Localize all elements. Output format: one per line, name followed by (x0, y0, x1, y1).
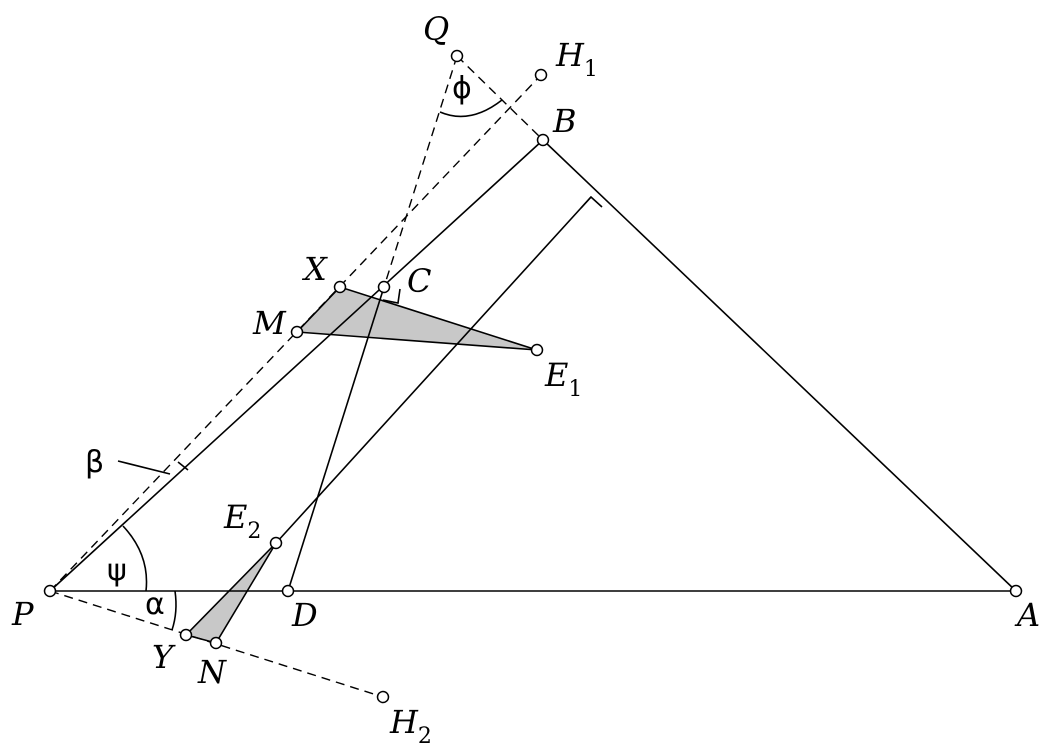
label-x: X (301, 250, 328, 288)
label-p: P (11, 595, 34, 633)
triangle-x-m-e1 (295, 286, 538, 351)
label-d: D (291, 596, 318, 634)
dashed-p-h1 (49, 74, 542, 592)
right-angle-mark-c (382, 288, 401, 304)
beta-tick (177, 461, 189, 471)
label-a: A (1014, 596, 1040, 634)
point-d (281, 584, 295, 598)
angle-label-psi: ψ (107, 553, 127, 588)
segment-pb (49, 139, 544, 592)
label-e1: E1 (544, 356, 582, 402)
angle-arc-phi (439, 99, 503, 118)
point-x (333, 280, 347, 294)
angle-label-phi: ϕ (452, 71, 472, 106)
label-c: C (407, 262, 431, 300)
point-a (1009, 584, 1023, 598)
point-c (377, 280, 391, 294)
label-b: B (552, 102, 577, 140)
point-p (43, 584, 57, 598)
point-n (209, 636, 223, 650)
beta-pointer-line (117, 460, 171, 475)
point-q (450, 49, 464, 63)
right-angle-mark-ba (580, 195, 603, 209)
dashed-p-h2 (49, 590, 384, 698)
point-h2 (376, 690, 390, 704)
label-q: Q (423, 10, 449, 48)
point-e2 (269, 536, 283, 550)
segment-ba (542, 139, 1017, 592)
segment-cd (287, 286, 385, 592)
label-h1: H1 (555, 36, 598, 82)
angle-arc-psi (122, 525, 148, 592)
point-e1 (530, 343, 544, 357)
angle-label-alpha: α (145, 587, 165, 622)
dashed-q-c (383, 55, 458, 288)
label-h2: H2 (389, 703, 432, 749)
point-h1 (534, 68, 548, 82)
angle-label-beta: β (85, 445, 104, 480)
point-m (290, 325, 304, 339)
label-m: M (252, 304, 287, 342)
label-y: Y (152, 638, 176, 676)
segment-e2-foot (275, 196, 592, 544)
angle-arc-alpha (171, 590, 177, 631)
triangle-e2-y-n (184, 542, 277, 644)
point-y (179, 628, 193, 642)
label-e2: E2 (223, 498, 261, 544)
point-b (536, 133, 550, 147)
dashed-q-b (456, 55, 544, 141)
label-n: N (197, 653, 227, 691)
